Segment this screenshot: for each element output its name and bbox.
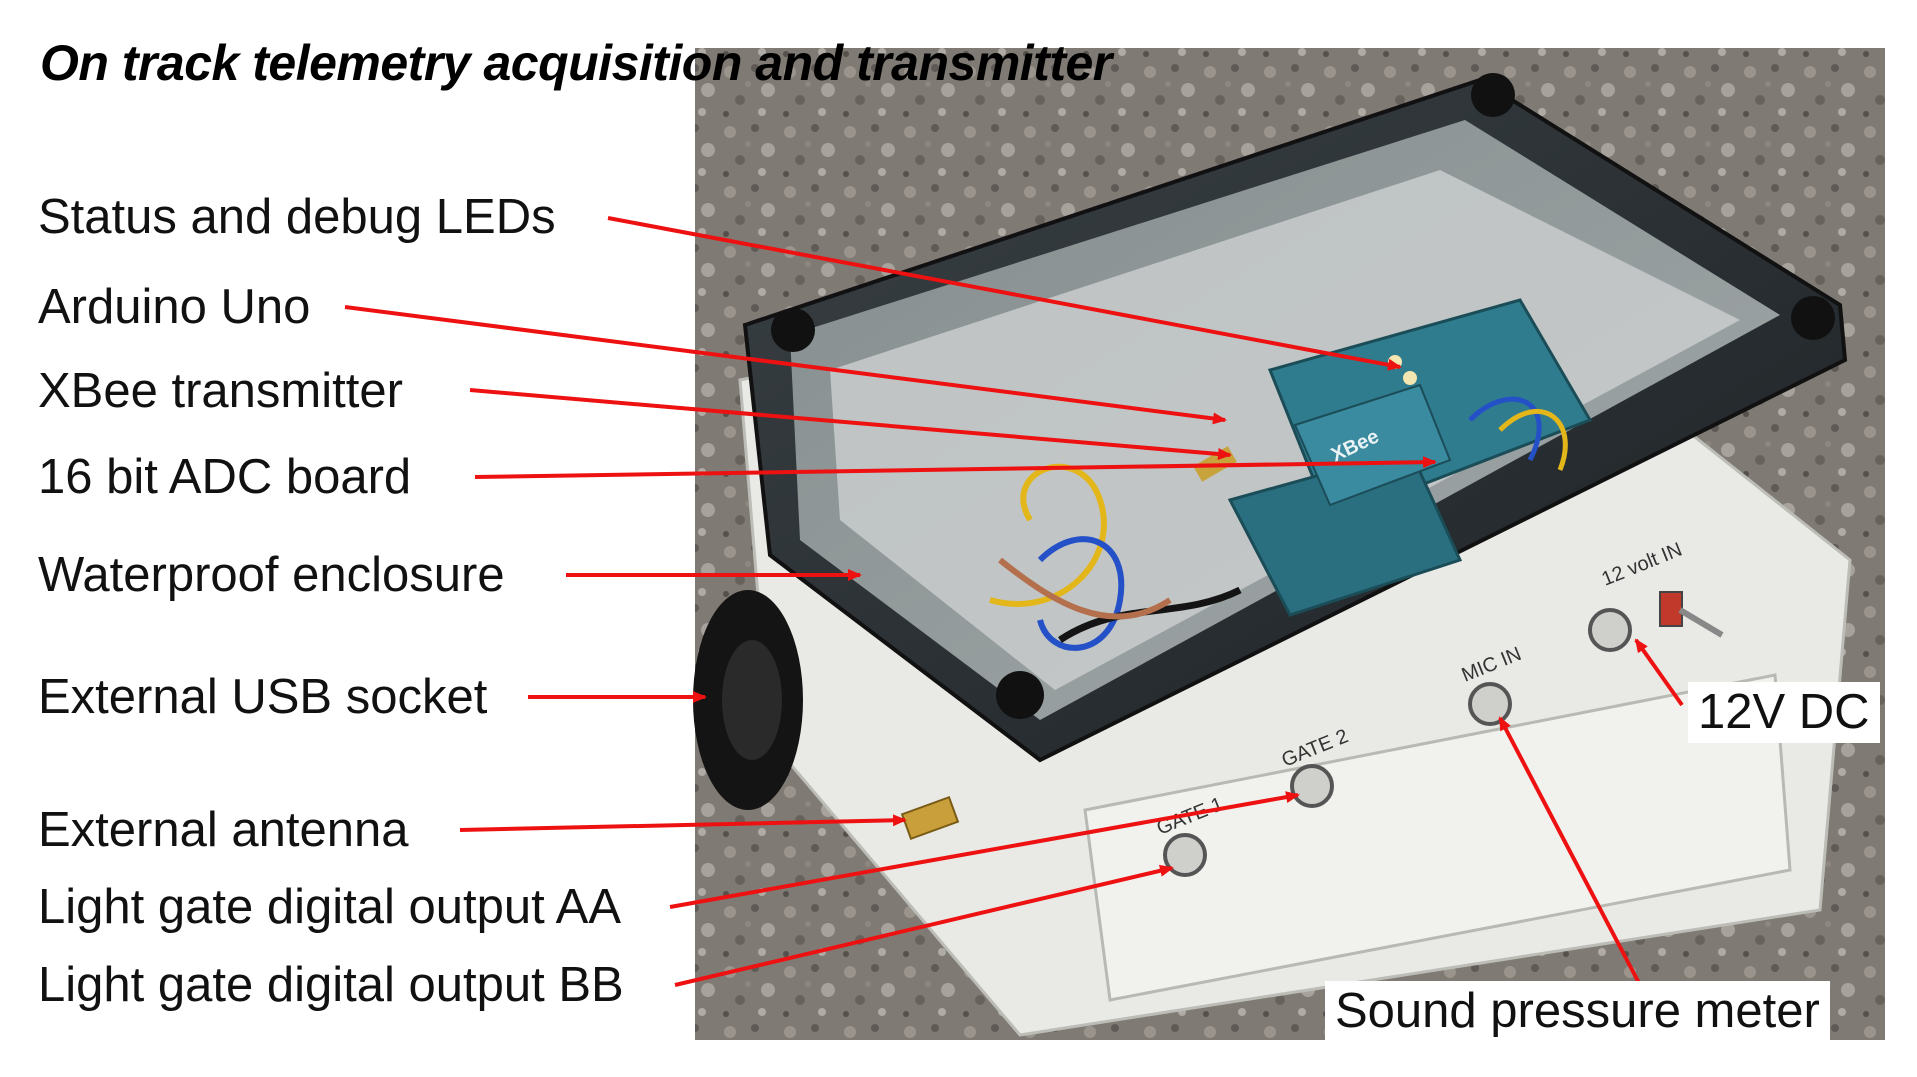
arrow-gate-aa	[669, 791, 1300, 909]
arrow-arduino	[344, 305, 1227, 425]
asphalt-ground-right	[1210, 48, 1885, 108]
label-enclosure: Waterproof enclosure	[38, 548, 505, 602]
label-sound: Sound pressure meter	[1325, 981, 1830, 1042]
arrow-adc	[474, 456, 1437, 479]
label-arduino: Arduino Uno	[38, 280, 311, 334]
figure-title: On track telemetry acquisition and trans…	[40, 35, 1112, 91]
label-dc: 12V DC	[1688, 682, 1880, 743]
dc-socket	[1588, 608, 1632, 652]
lid-screw-icon	[771, 308, 815, 352]
arrow-dc	[1634, 638, 1684, 707]
enclosure-interior	[830, 170, 1740, 690]
arrow-gate-bb	[674, 864, 1174, 987]
coax-cable	[998, 557, 1172, 620]
label-xbee: XBee transmitter	[38, 364, 403, 418]
lid-screw-icon	[1471, 73, 1515, 117]
arrow-xbee	[469, 388, 1232, 460]
lid-screw-icon	[996, 671, 1044, 719]
status-led-icon	[1403, 371, 1417, 385]
label-usb: External USB socket	[38, 670, 488, 724]
arrow-antenna	[459, 814, 907, 832]
blue-wire	[1468, 396, 1542, 462]
antenna-connector	[900, 795, 960, 841]
label-gate-bb: Light gate digital output BB	[38, 958, 624, 1012]
yellow-wire	[1498, 409, 1568, 471]
arrow-status-leds	[607, 216, 1402, 371]
power-switch-lever	[1678, 607, 1724, 638]
xbee-board	[1293, 383, 1452, 507]
label-antenna: External antenna	[38, 803, 409, 857]
blue-wire	[1037, 536, 1125, 651]
label-status-leds: Status and debug LEDs	[38, 190, 556, 244]
label-gate-aa: Light gate digital output AA	[38, 880, 621, 934]
gate1-socket	[1163, 833, 1207, 877]
label-adc: 16 bit ADC board	[38, 450, 412, 504]
mic-socket	[1468, 682, 1512, 726]
arrow-sound	[1498, 716, 1642, 986]
front-panel-plate	[1083, 673, 1792, 1002]
gate2-socket	[1290, 764, 1334, 808]
usb-socket-inner	[722, 640, 782, 760]
lid-screw-icon	[1791, 296, 1835, 340]
